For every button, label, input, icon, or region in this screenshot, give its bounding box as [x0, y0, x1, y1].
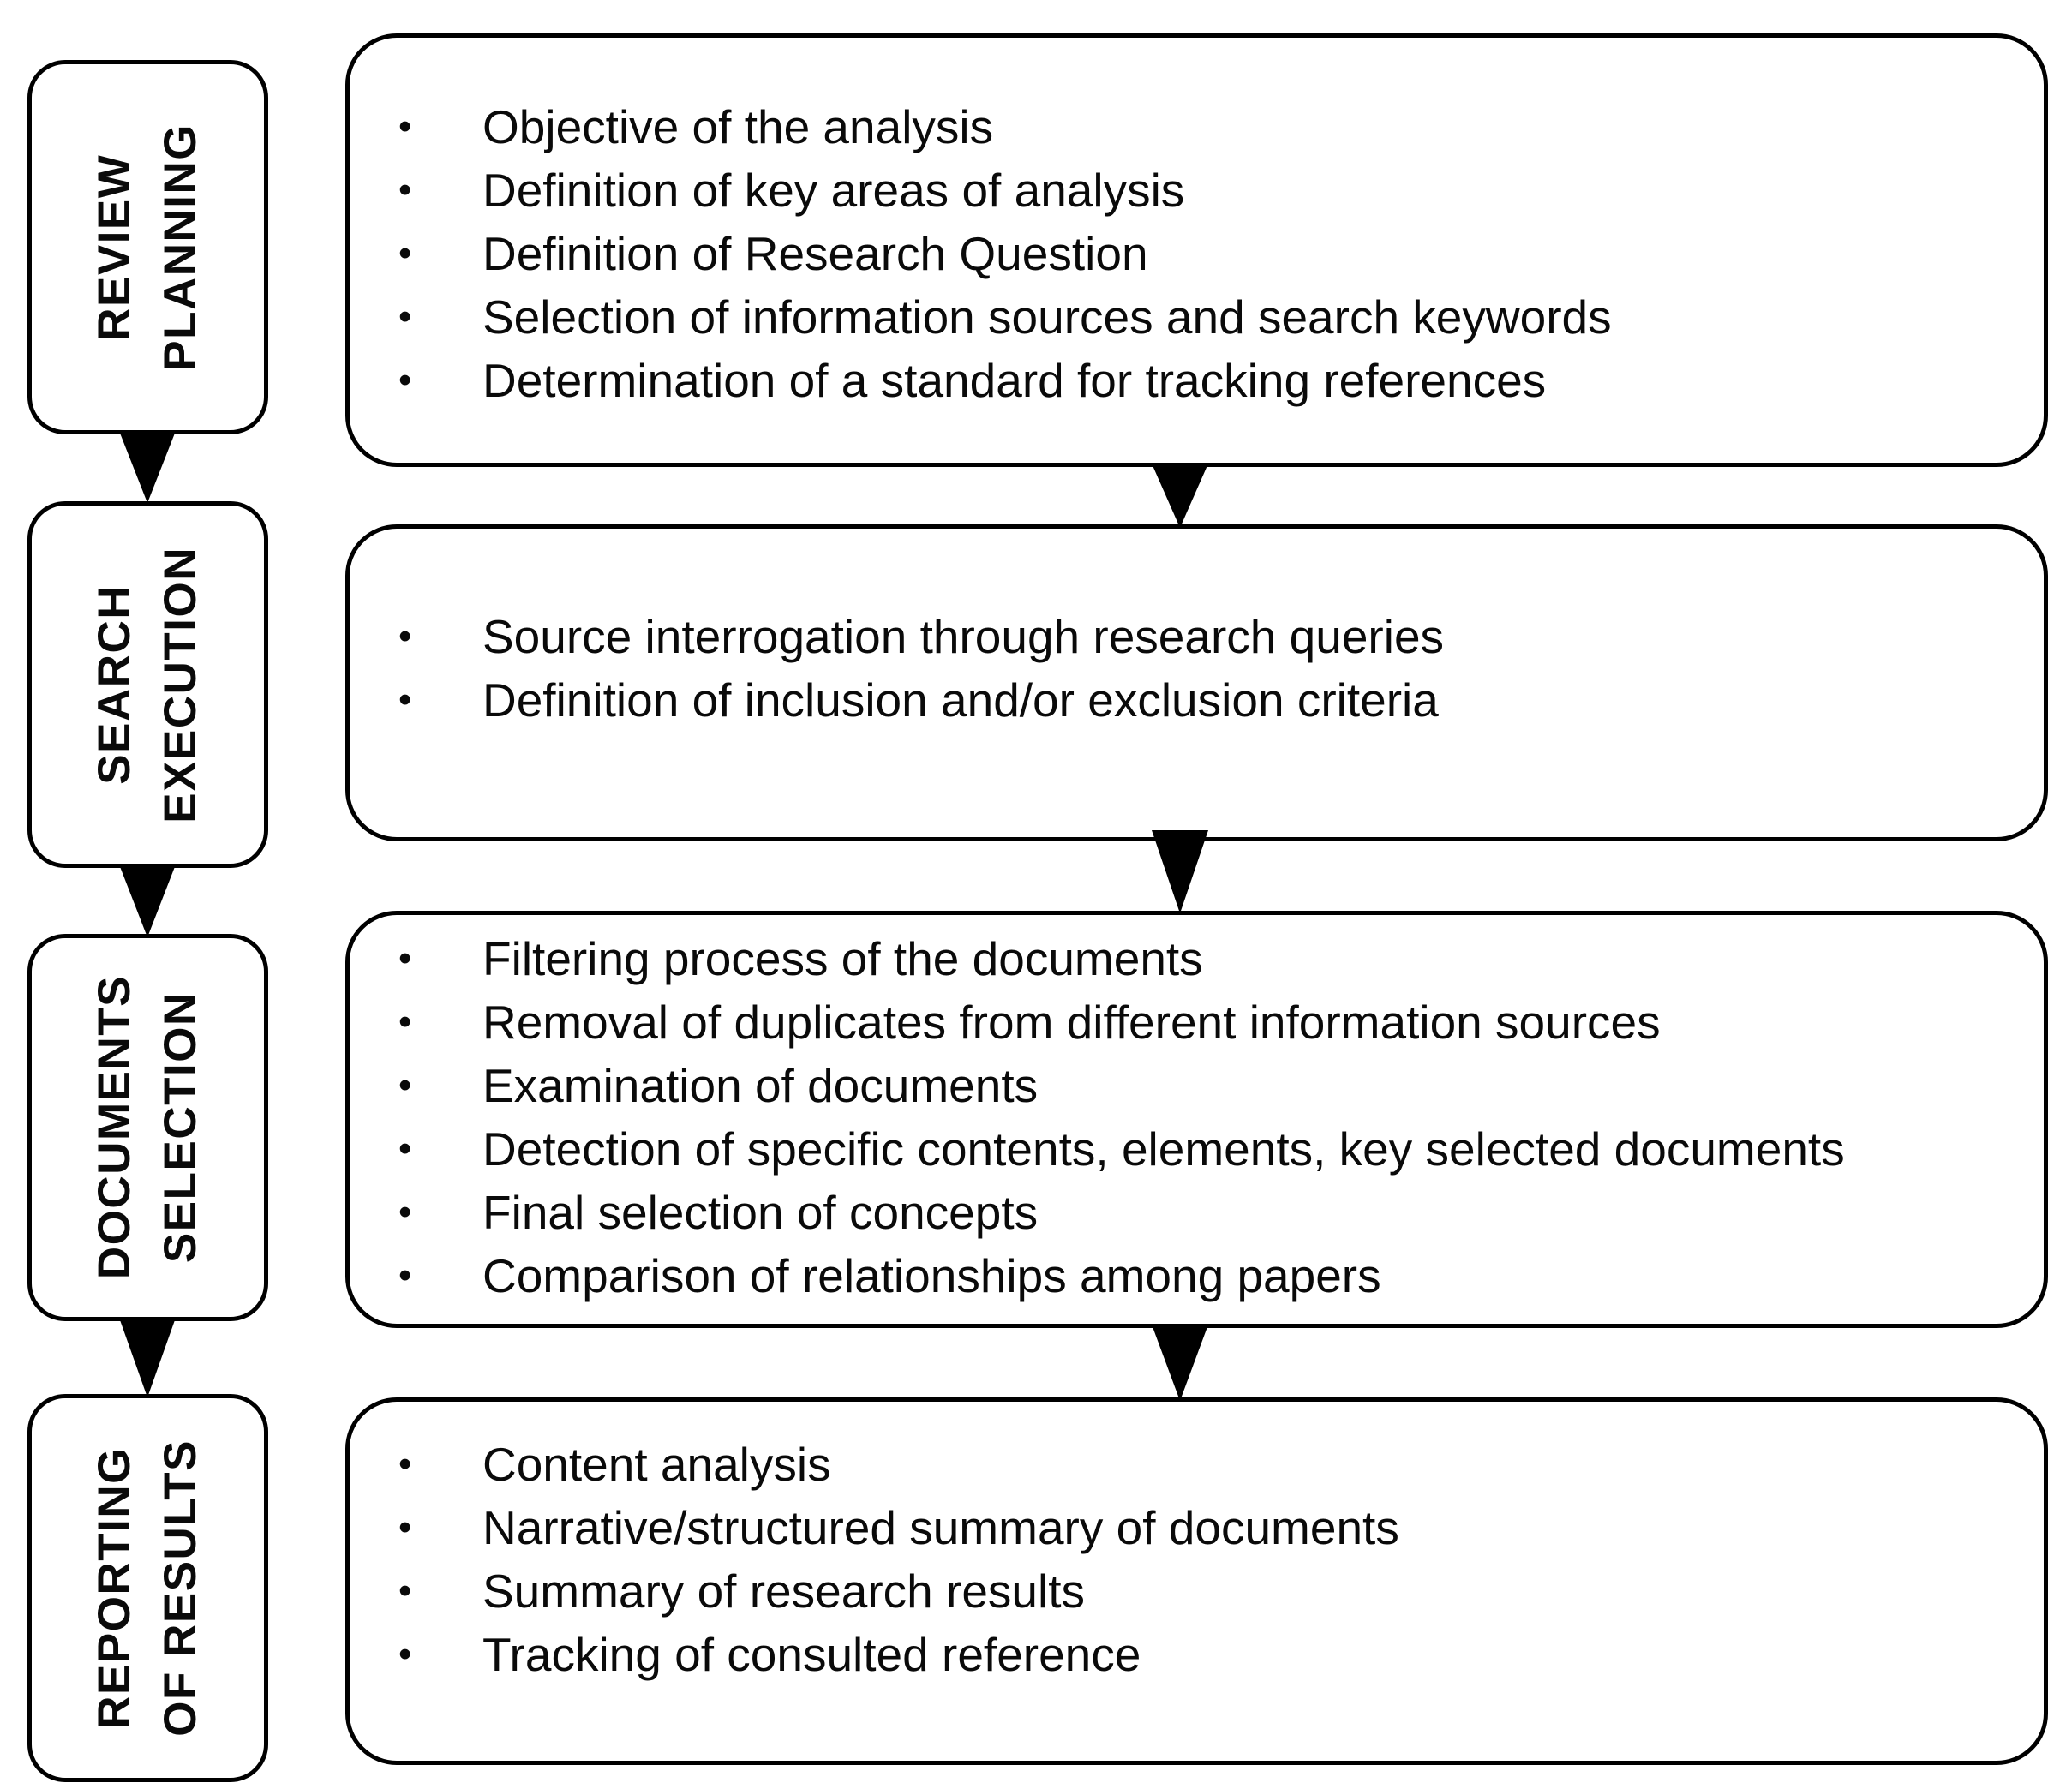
stage-label-review-planning: REVIEW PLANNING [82, 123, 214, 371]
list-item: • Determination of a standard for tracki… [388, 349, 2022, 412]
bullet-text: Final selection of concepts [482, 1186, 1039, 1239]
bullet-text: Objective of the analysis [482, 100, 994, 153]
stage-content-box-review-planning: • Objective of the analysis • Definition… [345, 33, 2048, 467]
list-item: • Removal of duplicates from different i… [388, 990, 2022, 1054]
list-item: • Narrative/structured summary of docume… [388, 1496, 2022, 1559]
list-item: • Examination of documents [388, 1054, 2022, 1117]
stage-label-box-review-planning: REVIEW PLANNING [27, 60, 268, 434]
stage-content-box-reporting-of-results: • Content analysis • Narrative/structure… [345, 1397, 2048, 1765]
bullet-icon: • [398, 359, 412, 401]
down-arrow-icon [119, 431, 176, 503]
bullet-text: Filtering process of the documents [482, 932, 1203, 985]
bullet-list-search-execution: • Source interrogation through research … [388, 605, 2022, 732]
stage-label-line: DOCUMENTS [88, 975, 140, 1280]
stage-label-search-execution: SEARCH EXECUTION [82, 547, 214, 823]
bullet-text: Tracking of consulted reference [482, 1628, 1141, 1681]
bullet-icon: • [398, 1191, 412, 1233]
stage-label-line: REVIEW [88, 153, 140, 341]
down-arrow-icon [119, 1318, 176, 1397]
bullet-icon: • [398, 1064, 412, 1106]
bullet-text: Source interrogation through research qu… [482, 610, 1445, 663]
bullet-list-documents-selection: • Filtering process of the documents • R… [388, 927, 2022, 1307]
list-item: • Selection of information sources and s… [388, 285, 2022, 349]
list-item: • Filtering process of the documents [388, 927, 2022, 990]
list-item: • Definition of Research Question [388, 222, 2022, 285]
bullet-icon: • [398, 1128, 412, 1170]
stage-label-line: SELECTION [154, 991, 206, 1264]
stage-content-box-search-execution: • Source interrogation through research … [345, 524, 2048, 841]
list-item: • Objective of the analysis [388, 95, 2022, 159]
bullet-icon: • [398, 1443, 412, 1485]
down-arrow-icon [119, 865, 176, 937]
stage-label-line: SEARCH [88, 584, 140, 785]
list-item: • Comparison of relationships among pape… [388, 1244, 2022, 1307]
down-arrow-icon [1152, 1325, 1208, 1401]
bullet-icon: • [398, 232, 412, 274]
stage-label-line: REPORTING [88, 1447, 140, 1729]
bullet-text: Comparison of relationships among papers [482, 1249, 1381, 1302]
bullet-list-reporting-of-results: • Content analysis • Narrative/structure… [388, 1433, 2022, 1686]
list-item: • Content analysis [388, 1433, 2022, 1496]
bullet-text: Definition of key areas of analysis [482, 164, 1185, 217]
stage-label-box-documents-selection: DOCUMENTS SELECTION [27, 934, 268, 1321]
list-item: • Source interrogation through research … [388, 605, 2022, 668]
list-item: • Detection of specific contents, elemen… [388, 1117, 2022, 1181]
list-item: • Tracking of consulted reference [388, 1623, 2022, 1686]
down-arrow-icon [1152, 464, 1208, 528]
bullet-icon: • [398, 1506, 412, 1548]
stage-label-box-reporting-of-results: REPORTING OF RESULTS [27, 1394, 268, 1782]
bullet-icon: • [398, 296, 412, 338]
stage-label-documents-selection: DOCUMENTS SELECTION [82, 975, 214, 1279]
bullet-icon: • [398, 1633, 412, 1675]
bullet-text: Examination of documents [482, 1059, 1039, 1112]
bullet-text: Definition of Research Question [482, 227, 1148, 280]
list-item: • Summary of research results [388, 1559, 2022, 1623]
bullet-icon: • [398, 937, 412, 979]
stage-label-line: PLANNING [154, 123, 206, 371]
stage-label-reporting-of-results: REPORTING OF RESULTS [82, 1439, 214, 1737]
stage-label-line: OF RESULTS [154, 1439, 206, 1737]
bullet-icon: • [398, 169, 412, 211]
bullet-icon: • [398, 105, 412, 147]
bullet-text: Definition of inclusion and/or exclusion… [482, 673, 1439, 727]
bullet-text: Detection of specific contents, elements… [482, 1122, 1845, 1176]
list-item: • Final selection of concepts [388, 1181, 2022, 1244]
bullet-icon: • [398, 679, 412, 721]
bullet-list-review-planning: • Objective of the analysis • Definition… [388, 95, 2022, 412]
stage-label-box-search-execution: SEARCH EXECUTION [27, 501, 268, 868]
down-arrow-icon [1152, 830, 1208, 913]
stage-label-line: EXECUTION [154, 546, 206, 823]
bullet-text: Determination of a standard for tracking… [482, 354, 1547, 407]
bullet-text: Summary of research results [482, 1565, 1085, 1618]
bullet-text: Selection of information sources and sea… [482, 290, 1612, 344]
bullet-icon: • [398, 1001, 412, 1043]
bullet-text: Removal of duplicates from different inf… [482, 996, 1661, 1049]
list-item: • Definition of key areas of analysis [388, 159, 2022, 222]
bullet-icon: • [398, 615, 412, 657]
bullet-text: Narrative/structured summary of document… [482, 1501, 1399, 1554]
bullet-icon: • [398, 1570, 412, 1612]
bullet-text: Content analysis [482, 1438, 831, 1491]
stage-content-box-documents-selection: • Filtering process of the documents • R… [345, 911, 2048, 1328]
bullet-icon: • [398, 1254, 412, 1296]
list-item: • Definition of inclusion and/or exclusi… [388, 668, 2022, 732]
